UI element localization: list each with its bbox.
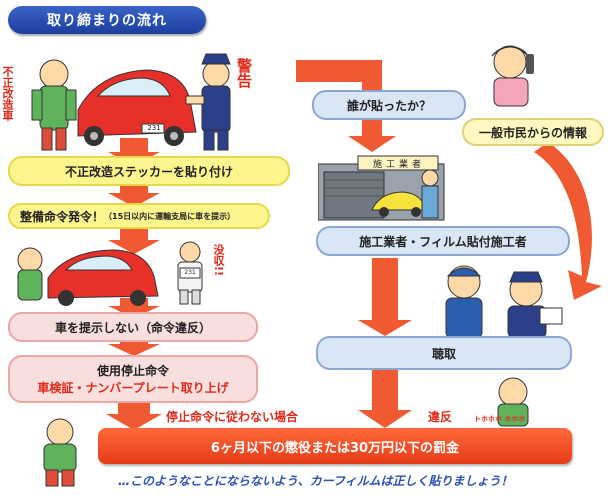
stop-order-title: 使用停止命令 xyxy=(96,364,169,378)
penalty-banner: 6ヶ月以下の懲役または30万円以下の罰金 xyxy=(98,428,572,464)
arrow-top-route xyxy=(296,60,396,152)
hearing-step: 聴取 xyxy=(316,336,572,370)
groan-text: トホホホ ホホホ xyxy=(474,415,526,423)
stop-order-detail: 車検証・ナンバープレート取り上げ xyxy=(37,381,229,395)
stop-order-step: 使用停止命令 車検証・ナンバープレート取り上げ xyxy=(8,355,258,403)
illegal-car-illustration xyxy=(31,53,231,151)
installers-text: 施工業者・フィルム貼付施工者 xyxy=(359,234,527,249)
arrow-stop-to-penalty xyxy=(106,402,162,430)
frustrated-owner-illustration xyxy=(17,241,203,306)
not-presented-step: 車を提示しない（命令違反） xyxy=(8,312,258,342)
arrow-sticker-to-order xyxy=(108,183,160,207)
violation-label: 違反 xyxy=(428,410,453,424)
who-applied-text: 誰が貼ったか？ xyxy=(346,98,431,113)
maintenance-order-text: 整備命令発令！ xyxy=(20,209,105,224)
who-applied-step: 誰が貼ったか？ xyxy=(312,90,466,120)
penalty-text: 6ヶ月以下の懲役または30万円以下の罰金 xyxy=(210,440,460,456)
hearing-text: 聴取 xyxy=(431,346,456,361)
maintenance-order-note: （15日以内に運輸支局に車を提示） xyxy=(104,211,236,221)
warning-label: 警告 xyxy=(235,58,253,88)
illegal-car-label: 不正改造車 xyxy=(1,66,14,121)
arrow-order-to-illustration xyxy=(108,228,160,254)
installers-step: 施工業者・フィルム貼付施工者 xyxy=(316,226,570,256)
license-plate: 231 xyxy=(147,124,161,132)
despairing-man-illustration xyxy=(43,418,77,487)
worried-workers-illustration xyxy=(445,265,563,339)
arrow-illustration-to-notpresent xyxy=(108,298,160,318)
maintenance-order-step: 整備命令発令！ （15日以内に運輸支局に車を提示） xyxy=(8,203,270,229)
confiscated-plate: 231 xyxy=(184,269,196,276)
citizen-woman-illustration xyxy=(491,45,534,107)
groaning-man-illustration xyxy=(497,377,529,427)
arrow-hearing-to-penalty xyxy=(358,370,412,428)
disobey-label: 停止命令に従わない場合 xyxy=(166,410,299,424)
footer-note: …このようなことにならないよう、カーフィルムは正しく貼りましょう！ xyxy=(118,474,513,488)
page-title: 取り締まりの流れ xyxy=(8,6,206,34)
sticker-step: 不正改造ステッカーを貼り付け xyxy=(8,156,290,186)
sticker-step-text: 不正改造ステッカーを貼り付け xyxy=(64,164,233,179)
shop-sign: 施工業者 xyxy=(372,160,425,170)
citizen-info-text: 一般市民からの情報 xyxy=(478,125,587,140)
installer-shop-illustration xyxy=(318,155,445,221)
not-presented-text: 車を提示しない（命令違反） xyxy=(54,320,211,335)
confiscated-label: 没収!! xyxy=(212,244,225,277)
arrow-installers-to-hearing xyxy=(358,258,412,336)
citizen-info-step: 一般市民からの情報 xyxy=(462,118,604,146)
arrow-citizen-to-hearing xyxy=(534,142,602,300)
arrow-notpresent-to-stop xyxy=(108,340,160,356)
